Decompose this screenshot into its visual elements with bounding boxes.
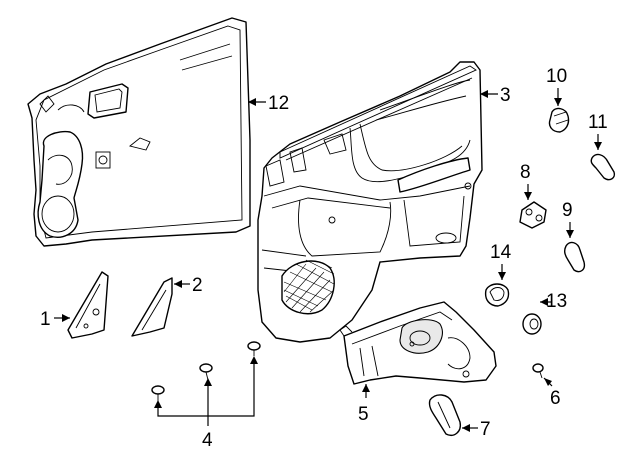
part-4-screw-a [151, 385, 165, 402]
callout-9: 9 [562, 200, 573, 221]
callout-3: 3 [500, 85, 511, 106]
callout-8: 8 [520, 162, 531, 183]
arrowhead-9 [566, 230, 574, 238]
callout-5: 5 [358, 404, 369, 425]
arrowhead-3 [480, 90, 488, 98]
arrowhead-7 [462, 424, 470, 432]
arrowhead-13 [540, 298, 548, 306]
callout-14: 14 [490, 242, 512, 263]
callout-1: 1 [40, 309, 51, 330]
part-8-bezel [519, 201, 547, 229]
callout-7: 7 [480, 419, 491, 440]
part-10-clip [548, 107, 570, 133]
part-6-screw [532, 363, 544, 379]
arrowhead-12 [248, 98, 256, 106]
callout-2: 2 [192, 275, 203, 296]
part-2-sail-trim [131, 277, 173, 337]
arrowhead-5 [362, 384, 370, 392]
arrowhead-6 [544, 378, 552, 386]
arrowhead-11 [594, 142, 602, 150]
arrowhead-8 [524, 192, 532, 200]
arrowhead-4c [250, 356, 258, 364]
arrowhead-1 [62, 314, 70, 322]
callout-6: 6 [550, 388, 561, 409]
part-3-door-trim-panel [257, 61, 483, 343]
part-4-screw-b [199, 363, 213, 381]
part-5-armrest-trim [339, 301, 497, 385]
part-7-bracket [428, 394, 461, 436]
arrowhead-4b [204, 378, 212, 386]
part-11-cover [590, 153, 616, 181]
arrowhead-2 [174, 280, 182, 288]
part-4-screw-c [247, 341, 261, 356]
arrowhead-10 [554, 98, 562, 106]
part-14-handle-bezel [484, 283, 510, 307]
leader-4-bracket [157, 360, 255, 417]
callout-12: 12 [268, 93, 289, 114]
arrowhead-4a [154, 400, 162, 408]
callout-10: 10 [546, 66, 567, 87]
part-1-sail-trim [67, 271, 109, 339]
arrowhead-14 [498, 272, 506, 280]
part-13-grommet [522, 313, 542, 335]
part-12-door-panel [27, 17, 251, 247]
callout-13: 13 [546, 291, 567, 312]
part-9-pull-cup [563, 241, 586, 273]
callout-4: 4 [202, 430, 213, 451]
callout-11: 11 [588, 112, 608, 133]
